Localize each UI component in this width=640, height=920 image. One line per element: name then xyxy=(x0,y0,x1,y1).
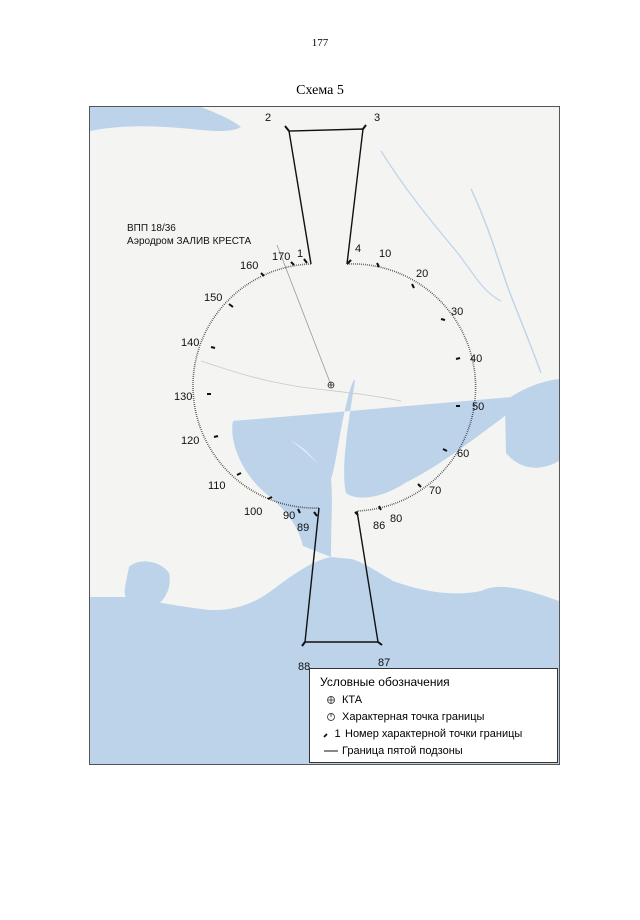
point-label-30: 30 xyxy=(451,306,463,318)
aerodrome-label: Аэродром ЗАЛИВ КРЕСТА xyxy=(127,236,251,247)
map-canvas: ВПП 18/36 Аэродром ЗАЛИВ КРЕСТА xyxy=(90,107,559,764)
boundary-line-icon xyxy=(320,749,342,753)
bay-water xyxy=(90,379,559,764)
point-label-130: 130 xyxy=(174,391,192,403)
point-label-87: 87 xyxy=(378,657,390,669)
map: ВПП 18/36 Аэродром ЗАЛИВ КРЕСТА xyxy=(89,106,560,765)
river-east xyxy=(470,188,542,374)
legend-char-point-label: Характерная точка границы xyxy=(342,710,485,723)
legend-row-number: 1 Номер характерной точки границы xyxy=(320,725,547,742)
point-label-150: 150 xyxy=(204,292,222,304)
subzone-boundary-east xyxy=(346,263,477,512)
point-label-140: 140 xyxy=(181,337,199,349)
east-water xyxy=(505,379,559,468)
point-label-10: 10 xyxy=(379,248,391,260)
point-label-2: 2 xyxy=(265,112,271,124)
point-label-100: 100 xyxy=(244,506,262,518)
tick-number-icon: 1 xyxy=(320,728,342,740)
boundary-ticks xyxy=(207,124,461,647)
runway-line xyxy=(276,244,332,386)
legend-number-label: Номер характерной точки границы xyxy=(345,727,523,740)
point-label-88: 88 xyxy=(298,661,310,673)
kta-icon xyxy=(320,695,342,705)
legend-row-kta: КТА xyxy=(320,691,547,708)
north-water xyxy=(90,107,241,131)
point-label-86: 86 xyxy=(373,520,385,532)
legend-kta-label: КТА xyxy=(342,693,363,706)
legend-row-char-point: Характерная точка границы xyxy=(320,708,547,725)
point-label-20: 20 xyxy=(416,268,428,280)
point-label-60: 60 xyxy=(457,448,469,460)
legend-number-sample: 1 xyxy=(334,727,341,740)
point-label-160: 160 xyxy=(240,260,258,272)
bay-inner-water xyxy=(232,420,332,557)
west-lagoon xyxy=(124,561,170,612)
river-north xyxy=(380,150,502,302)
char-point-icon xyxy=(320,712,342,722)
page-number: 177 xyxy=(311,37,329,49)
runway-label: ВПП 18/36 xyxy=(127,223,176,234)
point-label-1: 1 xyxy=(297,248,303,260)
point-label-80: 80 xyxy=(390,513,402,525)
point-label-70: 70 xyxy=(429,485,441,497)
point-label-170: 170 xyxy=(272,251,290,263)
legend-title: Условные обозначения xyxy=(320,675,450,689)
point-label-120: 120 xyxy=(181,435,199,447)
legend: Условные обозначения КТА Характерная точ… xyxy=(309,668,558,763)
point-label-3: 3 xyxy=(374,112,380,124)
scheme-title: Схема 5 xyxy=(296,83,344,98)
road xyxy=(200,360,402,402)
subzone-boundary-south xyxy=(304,507,379,643)
legend-row-boundary: Граница пятой подзоны xyxy=(320,742,547,759)
point-label-40: 40 xyxy=(470,353,482,365)
subzone-boundary-north xyxy=(288,128,364,265)
point-label-110: 110 xyxy=(208,480,226,492)
point-label-89: 89 xyxy=(297,522,309,534)
kta-marker xyxy=(327,381,335,389)
point-label-50: 50 xyxy=(472,401,484,413)
legend-boundary-label: Граница пятой подзоны xyxy=(342,744,463,757)
point-label-90: 90 xyxy=(283,510,295,522)
point-label-4: 4 xyxy=(355,243,361,255)
